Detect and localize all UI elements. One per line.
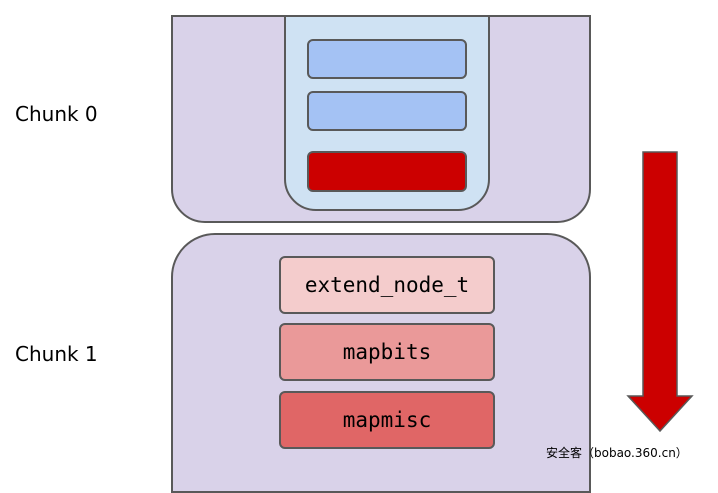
struct-mapbits: mapbits bbox=[279, 323, 495, 381]
struct-mapmisc: mapmisc bbox=[279, 391, 495, 449]
struct-extend-node-t: extend_node_t bbox=[279, 256, 495, 314]
chunk-0-label: Chunk 0 bbox=[15, 102, 98, 126]
chunk-1-label: Chunk 1 bbox=[15, 342, 98, 366]
down-arrow-icon bbox=[626, 151, 694, 433]
chunk-0-slot-blue bbox=[307, 39, 467, 79]
watermark: 安全客（bobao.360.cn） bbox=[546, 446, 688, 460]
chunk-0-slot-blue bbox=[307, 91, 467, 131]
chunk-0-slot-red bbox=[307, 151, 467, 192]
